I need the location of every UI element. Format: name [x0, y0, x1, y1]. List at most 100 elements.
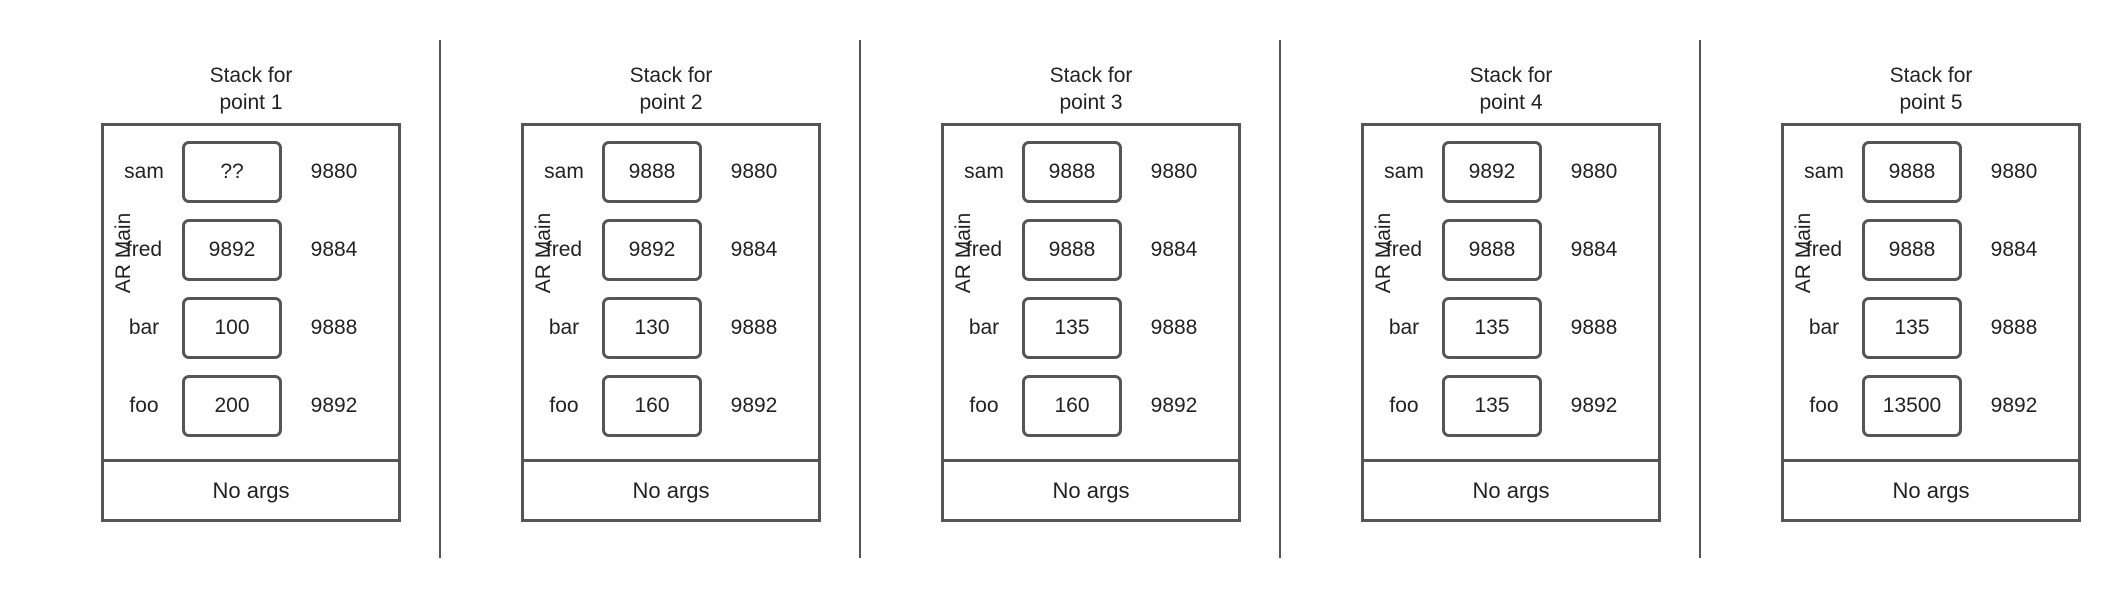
panel-title-line1: Stack for [1049, 64, 1133, 87]
memory-address: 9892 [730, 394, 778, 417]
stack-row: sam 9888 9880 [1784, 141, 2078, 203]
variable-name: sam [1804, 160, 1844, 183]
variable-value-cell: 9888 [1022, 219, 1122, 281]
args-box: No args [521, 459, 821, 522]
memory-address: 9888 [1150, 316, 1198, 339]
panel-title-line2: point 5 [1899, 91, 1963, 114]
stack-row: fred 9892 9884 [524, 219, 818, 281]
variable-value-cell: 160 [602, 375, 702, 437]
stack-row: foo 135 9892 [1364, 375, 1658, 437]
variable-name: sam [964, 160, 1004, 183]
variable-name: foo [969, 394, 999, 417]
variable-value-cell: 9888 [1442, 219, 1542, 281]
variable-name: foo [129, 394, 159, 417]
memory-address: 9880 [1150, 160, 1198, 183]
variable-value-cell: 160 [1022, 375, 1122, 437]
variable-value-cell: 100 [182, 297, 282, 359]
memory-address: 9880 [1570, 160, 1618, 183]
stack-row: bar 130 9888 [524, 297, 818, 359]
panel-divider [1279, 40, 1281, 558]
variable-name: bar [968, 316, 1000, 339]
memory-address: 9888 [1990, 316, 2038, 339]
panel-title-line1: Stack for [1889, 64, 1973, 87]
args-box: No args [941, 459, 1241, 522]
variable-name: fred [125, 238, 163, 261]
stack-row: sam 9888 9880 [524, 141, 818, 203]
stack-row: sam 9888 9880 [944, 141, 1238, 203]
stack-row: sam?? 9880 [104, 141, 398, 203]
panel-divider [439, 40, 441, 558]
variable-name: sam [544, 160, 584, 183]
variable-value-cell: ?? [182, 141, 282, 203]
variable-value-cell: 9892 [182, 219, 282, 281]
variable-name: sam [124, 160, 164, 183]
memory-address: 9892 [310, 394, 358, 417]
variable-name: bar [128, 316, 160, 339]
panel-title-line1: Stack for [629, 64, 713, 87]
variable-name: fred [1385, 238, 1423, 261]
variable-value-cell: 135 [1022, 297, 1122, 359]
panel-title-line2: point 4 [1479, 91, 1543, 114]
stack-row: fred 9888 9884 [944, 219, 1238, 281]
memory-address: 9892 [1990, 394, 2038, 417]
variable-value-cell: 9888 [1862, 141, 1962, 203]
memory-address: 9892 [1570, 394, 1618, 417]
memory-address: 9884 [1570, 238, 1618, 261]
variable-value-cell: 135 [1442, 375, 1542, 437]
panel-title-line2: point 2 [639, 91, 703, 114]
variable-value-cell: 9888 [1022, 141, 1122, 203]
memory-address: 9884 [1150, 238, 1198, 261]
variable-value-cell: 9888 [1862, 219, 1962, 281]
variable-name: sam [1384, 160, 1424, 183]
panel-title-line2: point 3 [1059, 91, 1123, 114]
memory-address: 9884 [1990, 238, 2038, 261]
stack-frame-box: sam 9888 9880 fred 9888 9884 bar 135 9888 foo 160 9… [941, 123, 1241, 522]
panel-divider [1699, 40, 1701, 558]
memory-address: 9888 [1570, 316, 1618, 339]
args-box: No args [1361, 459, 1661, 522]
variable-value-cell: 9892 [1442, 141, 1542, 203]
memory-address: 9884 [310, 238, 358, 261]
panel-divider [859, 40, 861, 558]
memory-address: 9892 [1150, 394, 1198, 417]
panel-title-line1: Stack for [1469, 64, 1553, 87]
args-box: No args [1781, 459, 2081, 522]
variable-value-cell: 9888 [602, 141, 702, 203]
variable-name: fred [965, 238, 1003, 261]
variable-value-cell: 9892 [602, 219, 702, 281]
memory-address: 9888 [730, 316, 778, 339]
stack-row: fred 9888 9884 [1364, 219, 1658, 281]
variable-value-cell: 13500 [1862, 375, 1962, 437]
variable-name: fred [545, 238, 583, 261]
panel-title-line1: Stack for [209, 64, 293, 87]
stack-row: sam 9892 9880 [1364, 141, 1658, 203]
variable-value-cell: 130 [602, 297, 702, 359]
variable-value-cell: 135 [1442, 297, 1542, 359]
stack-row: bar 135 9888 [944, 297, 1238, 359]
panel-title: Stack for point 3 [941, 62, 1241, 116]
variable-name: bar [548, 316, 580, 339]
memory-address: 9880 [730, 160, 778, 183]
memory-address: 9884 [730, 238, 778, 261]
panel-title: Stack for point 4 [1361, 62, 1661, 116]
variable-name: foo [1809, 394, 1839, 417]
memory-address: 9880 [310, 160, 358, 183]
variable-name: foo [1389, 394, 1419, 417]
variable-name: bar [1808, 316, 1840, 339]
memory-address: 9880 [1990, 160, 2038, 183]
stack-row: foo 160 9892 [944, 375, 1238, 437]
